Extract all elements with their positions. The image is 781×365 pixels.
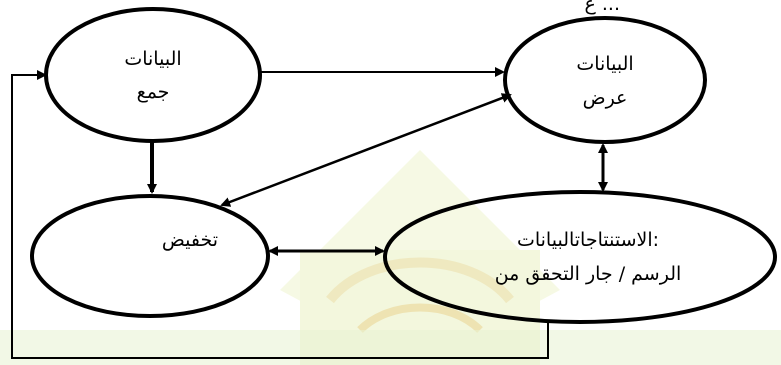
node-reduce-ellipse (30, 194, 270, 318)
node-display-label-2: عرض (583, 87, 628, 109)
node-display-label-1: البيانات (576, 53, 633, 75)
arrow-feedback-loop (11, 70, 549, 359)
node-conclude-label-1: الاستنتاجاتالبيانات: (517, 229, 659, 251)
arrow-reduce-display (220, 93, 512, 207)
top-caption: ع ... (584, 0, 620, 15)
node-conclude-ellipse (383, 190, 777, 324)
node-collect-ellipse (44, 7, 262, 143)
node-display-ellipse (503, 16, 707, 144)
watermark-logo (0, 150, 781, 365)
node-reduce-label: تخفيض (162, 229, 218, 251)
node-conclude-label-2: الرسم / جار التحقق من (495, 263, 682, 285)
node-collect-label-1: البيانات (124, 48, 181, 70)
node-collect-label-2: جمع (137, 81, 170, 103)
